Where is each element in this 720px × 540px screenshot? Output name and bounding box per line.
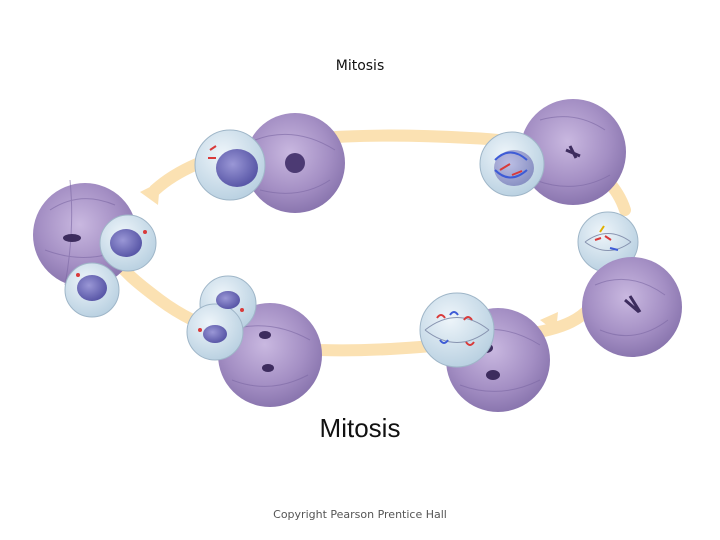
prophase-cell: [195, 130, 265, 200]
diagram-caption: Mitosis: [0, 413, 720, 444]
metaphase-cell: [480, 132, 544, 196]
daughter-cell: [65, 263, 119, 317]
arrowhead-icon: [140, 182, 160, 205]
interphase-cell: [100, 215, 156, 271]
telophase-cell: [420, 293, 494, 367]
copyright-text: Copyright Pearson Prentice Hall: [0, 508, 720, 521]
anaphase-micrograph: [582, 257, 682, 357]
